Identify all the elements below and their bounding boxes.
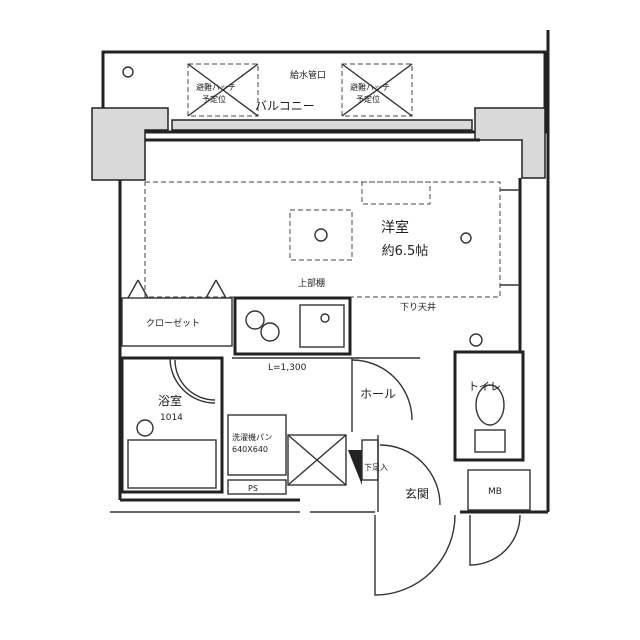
mb-label: MB: [488, 487, 502, 497]
mb-door-swing: [469, 514, 521, 566]
hatch-right-label-1: 避難ハッチ: [350, 82, 390, 92]
toilet: トイレ: [453, 350, 525, 462]
hatch-left-label-1: 避難ハッチ: [196, 82, 236, 92]
outlet-icon: [460, 232, 472, 244]
bath-door-swing: [169, 357, 216, 404]
hatch-left-box: [187, 63, 259, 117]
stove-burner-icon: [245, 310, 265, 330]
balcony-area: [101, 50, 547, 134]
kitchen: L=1,300: [233, 296, 352, 373]
mb-box: [467, 469, 531, 511]
balcony-label: バルコニー: [255, 99, 315, 113]
upper-shelf-label: 上部棚: [298, 277, 325, 289]
closet-label: クローゼット: [146, 317, 200, 329]
washer-label-1: 洗濯機パン: [232, 432, 272, 442]
right-pillar: [474, 107, 546, 179]
shoe-cabinet: 下足入: [287, 434, 388, 486]
front-door-swing: [374, 514, 456, 596]
ps-label: PS: [248, 484, 258, 493]
hatch-left-label-2: 予定位: [202, 94, 226, 104]
washer-label-2: 640X640: [232, 445, 268, 454]
outlet-icon-2: [469, 333, 483, 347]
shoe-label: 下足入: [364, 463, 388, 472]
hatch-right-box: [341, 63, 413, 117]
stove-burner-icon-2: [260, 322, 280, 342]
entrance: 玄関: [374, 435, 456, 596]
bathtub-icon: [127, 439, 217, 489]
toilet-label: トイレ: [468, 380, 501, 393]
hall-door-swing: [351, 359, 413, 421]
ps-box: [227, 479, 287, 495]
balcony-rail: [171, 119, 473, 131]
western-room-name: 洋室: [381, 219, 409, 236]
entrance-label: 玄関: [405, 486, 429, 501]
left-pillar: [91, 107, 169, 181]
toilet-icon: [475, 384, 505, 426]
lowered-ceiling-label: 下り天井: [400, 301, 436, 313]
bath-size: 1014: [160, 413, 183, 423]
balcony-top-label: 給水管口: [290, 69, 326, 81]
western-room-size: 約6.5帖: [382, 244, 429, 259]
washer-space: 洗濯機パン 640X640: [227, 414, 287, 476]
closet: クローゼット: [121, 279, 233, 347]
hatch-right-label-2: 予定位: [356, 94, 380, 104]
outer-walls: [110, 30, 550, 514]
hall: ホール: [174, 357, 420, 432]
pipe-shaft-icon: [348, 450, 362, 485]
ceiling-light-icon: [314, 228, 328, 242]
shower-icon: [136, 419, 154, 437]
kitchen-length-label: L=1,300: [268, 363, 307, 373]
bathroom: 浴室 1014: [120, 356, 224, 494]
bath-name: 浴室: [158, 393, 182, 408]
ceiling-light-box: [289, 209, 353, 261]
western-room: 洋室 約6.5帖 上部棚 下り天井: [144, 181, 520, 347]
hall-label: ホール: [360, 387, 396, 401]
sink-icon: [299, 304, 345, 348]
drain-icon: [122, 66, 134, 78]
